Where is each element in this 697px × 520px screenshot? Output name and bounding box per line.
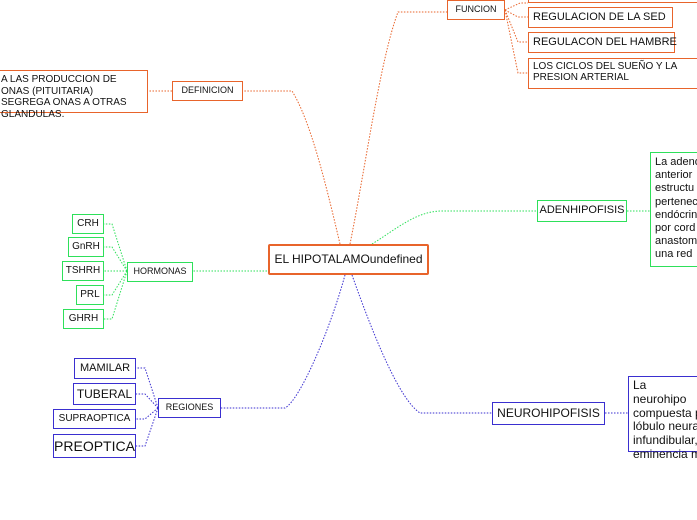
region-item[interactable]: MAMILAR [74, 358, 136, 379]
region-item[interactable]: TUBERAL [73, 383, 136, 405]
hormona-item-label: PRL [80, 288, 100, 300]
funcion-item-label: REGULACON DEL HAMBRE [533, 35, 677, 48]
hormona-item[interactable]: CRH [72, 214, 104, 234]
region-item-label: SUPRAOPTICA [58, 412, 131, 424]
funcion-item-label: LOS CICLOS DEL SUEÑO Y LA PRESION ARTERI… [533, 61, 677, 83]
definicion-label: DEFINICION [181, 85, 234, 96]
funcion-node[interactable]: FUNCION [447, 0, 505, 20]
region-item-label: MAMILAR [79, 361, 131, 374]
funcion-label: FUNCION [455, 4, 497, 15]
neurohipofisis-node[interactable]: NEUROHIPOFISIS [492, 402, 605, 425]
adenohipofisis-label: ADENHIPOFISIS [539, 204, 625, 217]
adenohipofisis-node[interactable]: ADENHIPOFISIS [537, 200, 627, 222]
region-item[interactable]: SUPRAOPTICA [53, 409, 136, 429]
region-item-label: PREOPTICA [54, 437, 135, 454]
hormona-item[interactable]: PRL [76, 285, 104, 305]
region-item-label: TUBERAL [76, 386, 133, 401]
hormona-item-label: GHRH [68, 312, 99, 324]
funcion-item[interactable]: REGULACION DE LA SED [528, 7, 673, 28]
regiones-node[interactable]: REGIONES [158, 398, 221, 418]
central-topic-label: EL HIPOTALAMOundefined [274, 252, 423, 267]
neurohipofisis-text-content: La neurohipo compuesta p lóbulo neura in… [633, 378, 697, 461]
hormonas-node[interactable]: HORMONAS [127, 262, 193, 282]
hormona-item-label: TSHRH [65, 264, 101, 276]
regiones-label: REGIONES [165, 402, 214, 413]
hormona-item-label: GnRH [72, 240, 100, 252]
funcion-item-label: REGULACION DE LA SED [533, 10, 666, 23]
hormona-item[interactable]: GHRH [63, 309, 104, 329]
hormonas-label: HORMONAS [133, 266, 187, 277]
region-item[interactable]: PREOPTICA [53, 434, 136, 458]
neurohipofisis-label: NEUROHIPOFISIS [497, 406, 600, 421]
hormona-item[interactable]: GnRH [68, 237, 104, 257]
funcion-item[interactable]: REGULACON DEL HAMBRE [528, 32, 677, 53]
adenohipofisis-text: La adeno anterior estructu pertenec endó… [650, 152, 697, 267]
neurohipofisis-text: La neurohipo compuesta p lóbulo neura in… [628, 376, 697, 461]
hormona-item[interactable]: TSHRH [62, 261, 104, 281]
funcion-item[interactable]: LOS CICLOS DEL SUEÑO Y LA PRESION ARTERI… [528, 58, 697, 89]
definicion-node[interactable]: DEFINICION [172, 81, 243, 101]
funcion-item-top-partial [528, 0, 697, 3]
hormona-item-label: CRH [77, 217, 99, 229]
central-topic[interactable]: EL HIPOTALAMOundefined [268, 244, 429, 275]
adenohipofisis-text-content: La adeno anterior estructu pertenec endó… [655, 156, 697, 261]
definicion-text-content: A LAS PRODUCCION DE ONAS (PITUITARIA) SE… [1, 74, 127, 120]
definicion-text: A LAS PRODUCCION DE ONAS (PITUITARIA) SE… [0, 70, 148, 120]
